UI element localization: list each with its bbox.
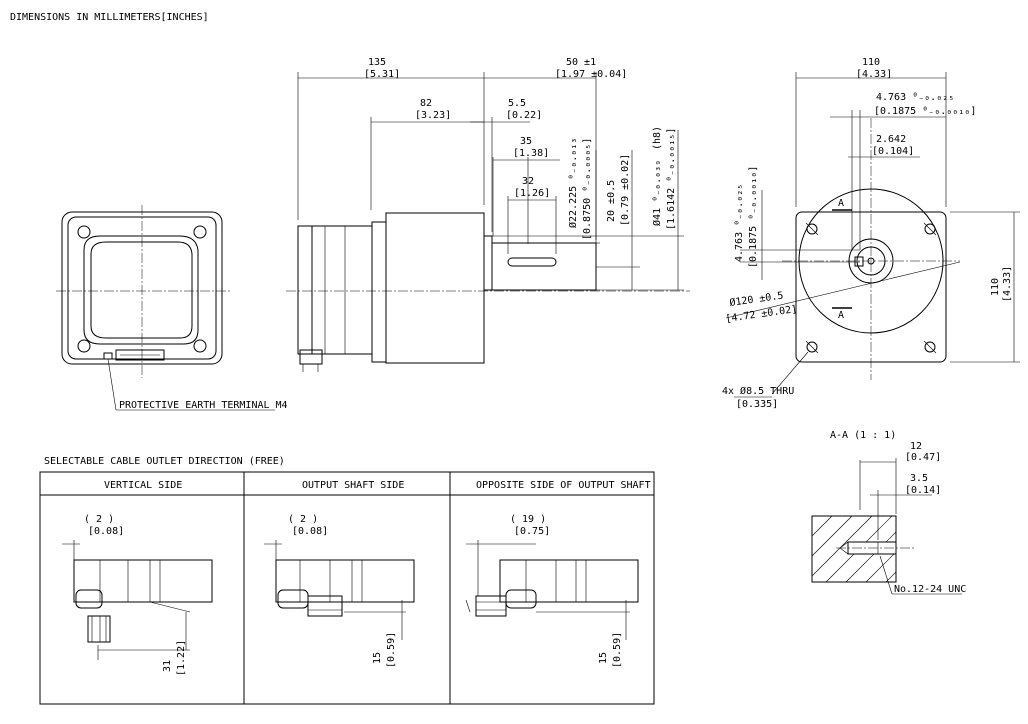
col-header-opposite: OPPOSITE SIDE OF OUTPUT SHAFT	[476, 480, 651, 491]
dim-body-length: 82	[420, 98, 432, 109]
dim-shaft-35-in: [1.38]	[513, 148, 549, 159]
cable-opp-dim-a: ( 19 )	[510, 514, 546, 525]
dim-holes: 4x Ø8.5 THRU	[722, 385, 794, 397]
dim-height-in: [4.33]	[1002, 266, 1013, 302]
cable-table-title: SELECTABLE CABLE OUTLET DIRECTION (FREE)	[44, 456, 285, 467]
dim-width-in: [4.33]	[856, 69, 892, 80]
cable-vert-dim-b: 31	[162, 660, 173, 672]
front-view: A A 110 [4.33] 4.763 ⁰₋₀.₀₂₅ [0.1875 ⁰₋₀…	[722, 57, 1020, 410]
rear-view: PROTECTIVE EARTH TERMINAL M4	[56, 205, 288, 411]
dim-shoulder: 5.5	[508, 98, 526, 109]
cable-shaft-dim-a: ( 2 )	[288, 514, 318, 525]
earth-terminal-label: PROTECTIVE EARTH TERMINAL M4	[119, 400, 288, 411]
dim-width: 110	[862, 57, 880, 68]
dim-depth-35: 3.5	[910, 473, 928, 484]
section-aa: A-A (1 : 1) 12 [0.47] 3.5 [0.14] No.12-2…	[811, 430, 966, 595]
dim-shaft-35: 35	[520, 136, 532, 147]
dim-shaft-offset: 20 ±0.5	[606, 180, 617, 222]
section-mark-top: A	[838, 198, 844, 209]
cable-opp-dim-b: 15	[598, 652, 609, 664]
dim-key-length-in: [1.26]	[514, 188, 550, 199]
cable-outlet-table: SELECTABLE CABLE OUTLET DIRECTION (FREE)…	[39, 456, 655, 705]
cable-vert-dim-a-in: [0.08]	[88, 526, 124, 537]
side-view: 135 [5.31] 82 [3.23] 50 ±1 [1.97 ±0.04] …	[286, 57, 690, 372]
dim-key-height: 2.642	[876, 134, 906, 145]
thread-callout: No.12-24 UNC	[894, 584, 966, 595]
units-note: DIMENSIONS IN MILLIMETERS[INCHES]	[10, 12, 209, 23]
section-aa-title: A-A (1 : 1)	[830, 430, 896, 441]
dim-key-depth-in: [0.1875 ⁰₋₀.₀₀₁₀]	[748, 166, 759, 268]
cable-opposite-figure: ( 19 ) [0.75] 15 [0.59]	[465, 514, 639, 668]
dim-pilot-dia-in: [1.6142 ⁰₋₀.₀₀₁₅]	[666, 128, 677, 230]
dim-shaft-dia: Ø22.225 ⁰₋₀.₀₁₃	[567, 138, 579, 228]
cable-opp-dim-a-in: [0.75]	[514, 526, 550, 537]
col-header-output-shaft: OUTPUT SHAFT SIDE	[302, 480, 404, 491]
dim-shoulder-in: [0.22]	[506, 110, 542, 121]
dim-shaft-dia-in: [0.8750 ⁰₋₀.₀₀₀₅]	[582, 138, 593, 240]
dim-holes-in: [0.335]	[736, 399, 778, 410]
cable-shaft-dim-b: 15	[372, 652, 383, 664]
cable-vert-dim-b-in: [1.22]	[176, 640, 187, 676]
dim-key-width-in: [0.1875 ⁰₋₀.₀₀₁₀]	[874, 106, 976, 117]
cable-output-shaft-figure: ( 2 ) [0.08] 15 [0.59]	[264, 514, 415, 668]
cable-opp-dim-b-in: [0.59]	[612, 632, 623, 668]
dim-key-depth: 4.763 ⁰₋₀.₀₂₅	[734, 184, 745, 262]
dim-overall-length: 135	[368, 57, 386, 68]
dim-depth-35-in: [0.14]	[905, 485, 941, 496]
dim-key-length: 32	[522, 176, 534, 187]
dim-shaft-offset-in: [0.79 ±0.02]	[620, 154, 631, 226]
dim-height: 110	[990, 278, 1001, 296]
dim-key-height-in: [0.104]	[872, 146, 914, 157]
section-mark-bottom: A	[838, 310, 844, 321]
dim-shaft-length: 50 ±1	[566, 57, 596, 68]
dim-pilot-dia: Ø41 ⁰₋₀.₀₃₉	[651, 160, 663, 226]
dim-key-width: 4.763 ⁰₋₀.₀₂₅	[876, 92, 954, 103]
dim-pilot-fit: (h8)	[652, 126, 663, 150]
cable-vert-dim-a: ( 2 )	[84, 514, 114, 525]
dim-depth-12: 12	[910, 441, 922, 452]
dim-overall-length-in: [5.31]	[364, 69, 400, 80]
cable-shaft-dim-a-in: [0.08]	[292, 526, 328, 537]
dim-depth-12-in: [0.47]	[905, 452, 941, 463]
col-header-vertical: VERTICAL SIDE	[104, 480, 182, 491]
cable-vertical-figure: ( 2 ) [0.08] 31 [1.22]	[62, 514, 213, 676]
dim-shaft-length-in: [1.97 ±0.04]	[555, 69, 627, 80]
cable-shaft-dim-b-in: [0.59]	[386, 632, 397, 668]
dim-body-length-in: [3.23]	[415, 110, 451, 121]
